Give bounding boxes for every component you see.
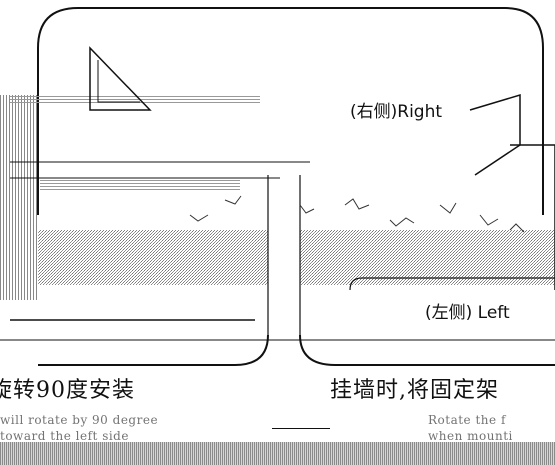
dither-band-left-2 bbox=[38, 230, 268, 285]
label-right: (右侧)Right bbox=[350, 102, 442, 122]
caption-en-left-2: toward the left side bbox=[0, 429, 129, 443]
bracket-left-arm bbox=[89, 46, 152, 111]
label-left: (左侧) Left bbox=[425, 303, 510, 323]
bottom-curve-left bbox=[38, 334, 269, 366]
dither-band-right bbox=[300, 230, 555, 285]
dither-top bbox=[10, 95, 260, 105]
dither-mid bbox=[40, 180, 240, 192]
caption-wall-mount: 挂墙时,将固定架 bbox=[330, 378, 499, 403]
bracket-left-arm-2 bbox=[97, 60, 140, 103]
bottom-curve bbox=[299, 334, 555, 366]
bracket-right-box bbox=[510, 144, 555, 290]
caption-divider bbox=[272, 428, 330, 429]
frame-outline bbox=[37, 7, 544, 215]
left-label-box bbox=[349, 277, 555, 291]
caption-en-right-2: when mounti bbox=[428, 429, 513, 443]
bracket-right-arm bbox=[469, 93, 521, 176]
caption-rotate: 旋转90度安装 bbox=[0, 378, 135, 403]
caption-en-left-1: will rotate by 90 degree bbox=[0, 413, 159, 427]
caption-en-right-1: Rotate the f bbox=[428, 413, 506, 427]
dither-band-left bbox=[0, 95, 38, 300]
scatter-marks bbox=[189, 195, 525, 233]
bottom-dither-strip bbox=[0, 442, 555, 465]
